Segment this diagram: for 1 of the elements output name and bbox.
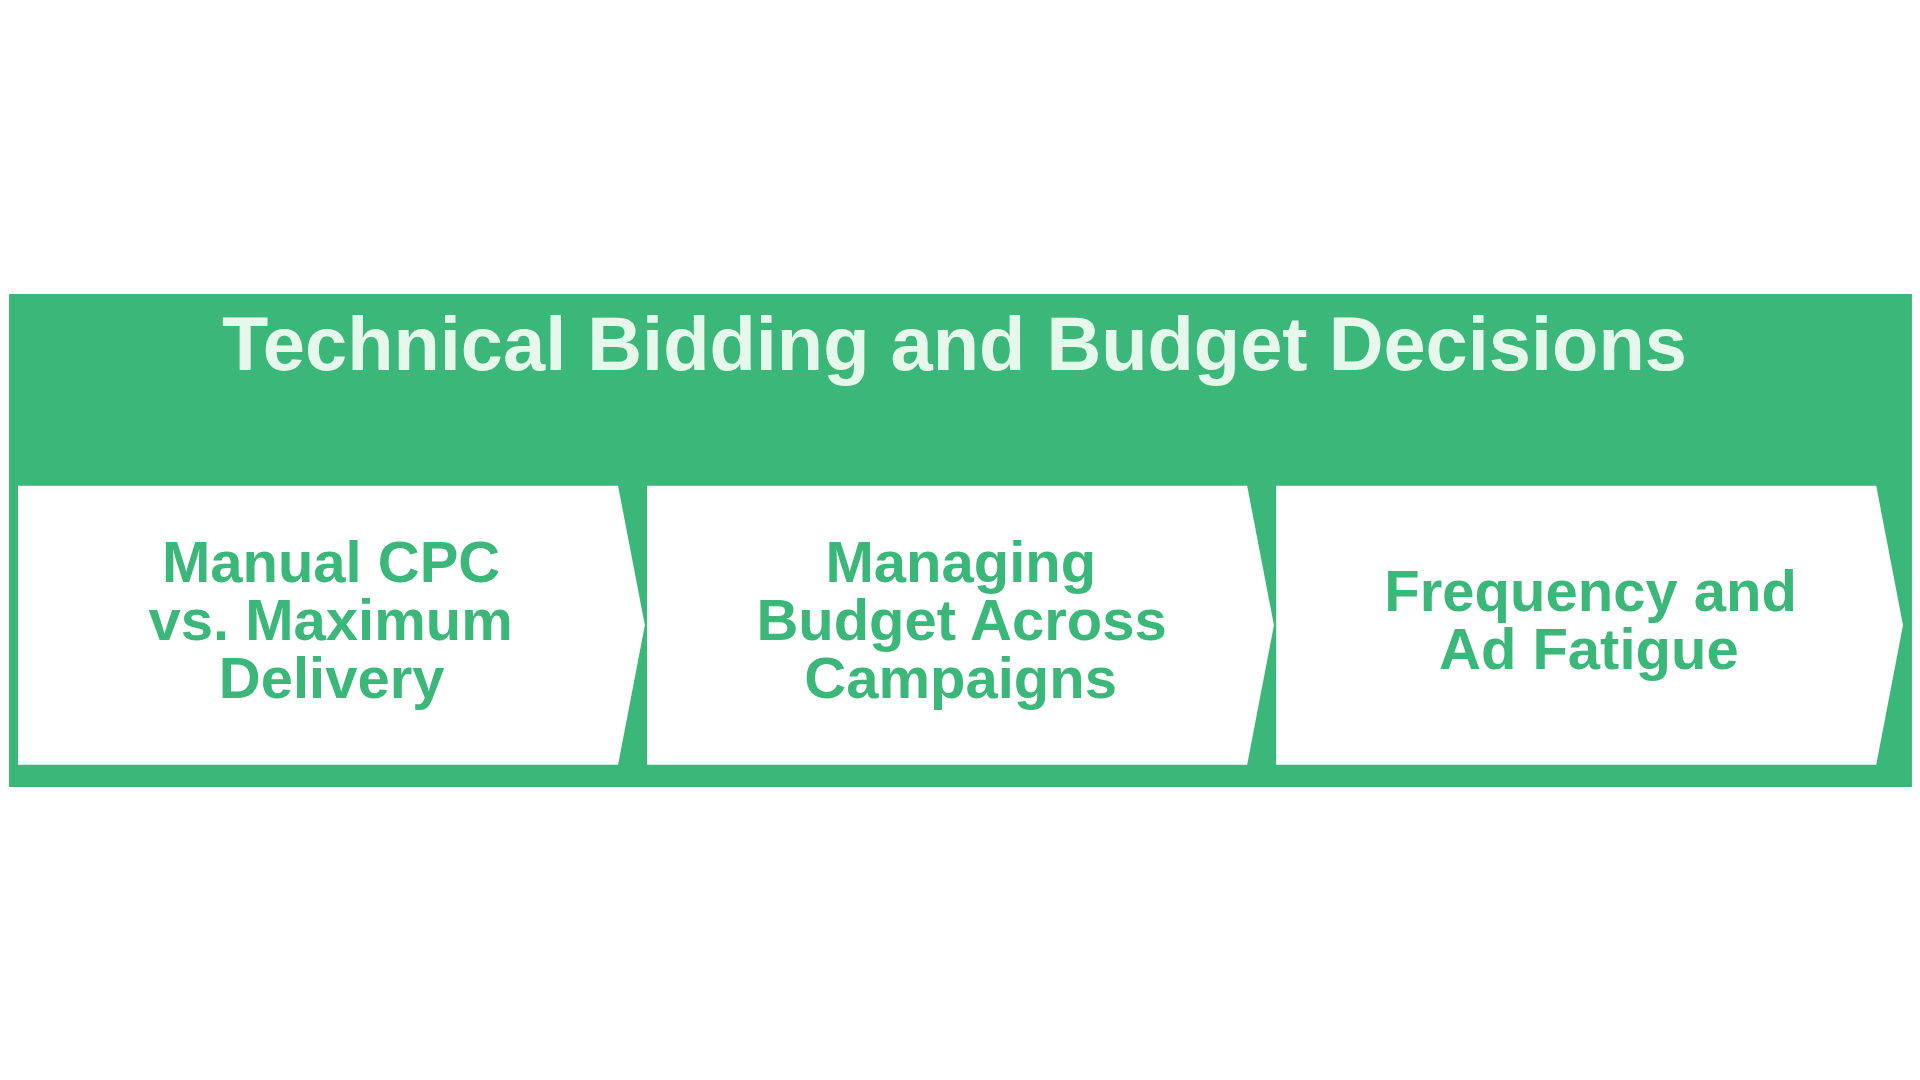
diagram-title: Technical Bidding and Budget Decisions bbox=[221, 300, 1687, 386]
